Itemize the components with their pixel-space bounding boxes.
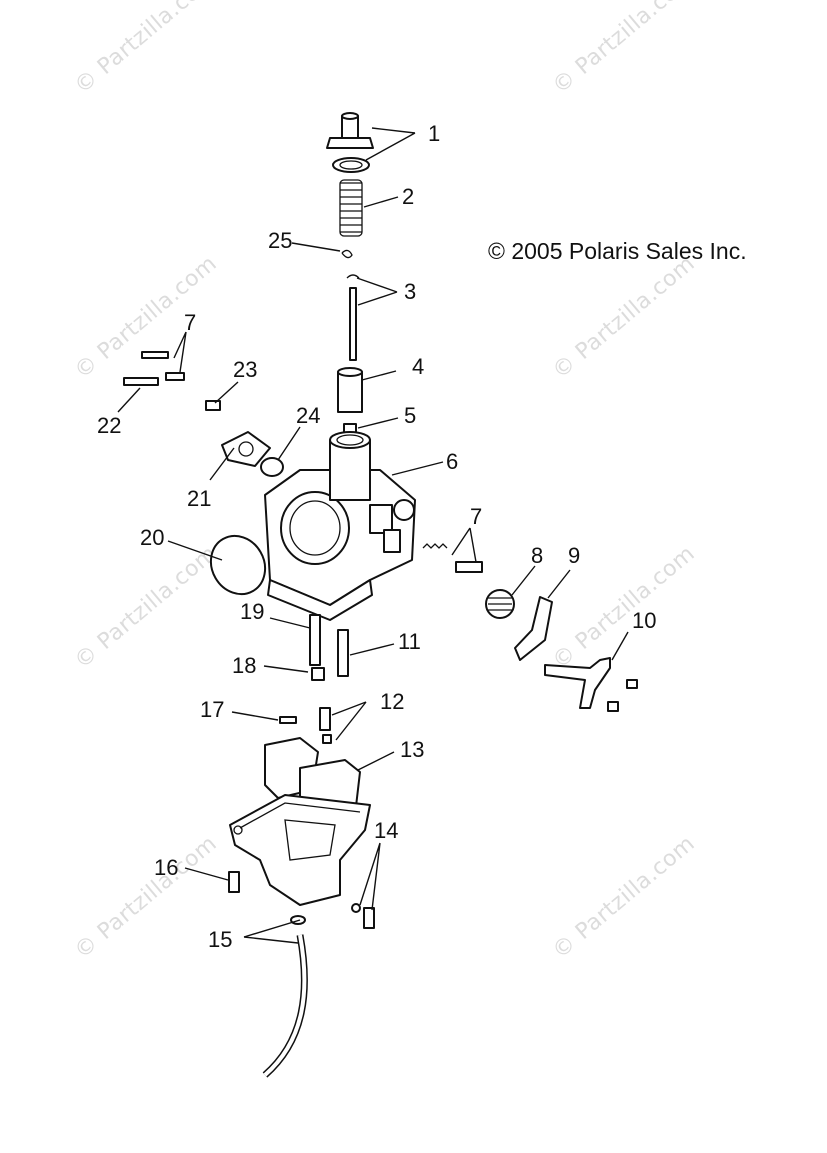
part-needle-jet: [337, 629, 349, 677]
part-carb-body: [264, 431, 416, 621]
part-float-needle: [319, 707, 332, 744]
callout-label: 15: [208, 927, 232, 952]
part-needle: [346, 274, 360, 361]
callout-label: 11: [398, 629, 421, 654]
callout-label: 6: [446, 449, 458, 474]
callout-label: 21: [187, 486, 211, 511]
part-clip: [341, 249, 353, 259]
callout-label: 14: [374, 818, 398, 843]
part-screw-23: [205, 400, 221, 411]
part-bowl-oring: [209, 534, 267, 596]
part-bracket: [544, 657, 638, 712]
callout-label: 10: [632, 608, 656, 633]
leader-lines: [117, 127, 629, 944]
copyright-text: © 2005 Polaris Sales Inc.: [488, 238, 747, 264]
part-lever: [514, 596, 553, 661]
callout-label: 20: [140, 525, 164, 550]
callout-label: 17: [200, 697, 224, 722]
callout-label: 18: [232, 653, 256, 678]
callout-label: 7: [470, 504, 482, 529]
callout-label: 1: [428, 121, 440, 146]
callout-label: 9: [568, 543, 580, 568]
callout-label: 8: [531, 543, 543, 568]
callout-label: 7: [184, 310, 196, 335]
part-oring: [260, 457, 284, 477]
callout-label: 3: [404, 279, 416, 304]
callout-label: 22: [97, 413, 121, 438]
callout-label: 16: [154, 855, 178, 880]
part-slide: [337, 367, 363, 413]
part-main-jet: [311, 667, 325, 681]
part-spring: [339, 179, 363, 237]
part-float-bowl: [229, 794, 371, 906]
part-screw-22: [123, 377, 159, 386]
callout-label: 12: [380, 689, 404, 714]
part-screws-upper: [141, 351, 185, 381]
callout-label: 24: [296, 403, 320, 428]
part-throttle-spring: [485, 589, 515, 619]
callout-label: 5: [404, 403, 416, 428]
callout-label: 2: [402, 184, 414, 209]
callout-numbers: 1 2 25 3 7 4 23 5 22 24 6 21 7 20 8 9 19…: [97, 121, 656, 952]
part-pilot-screw: [422, 543, 483, 573]
part-cap: [326, 112, 374, 173]
callout-label: 25: [268, 228, 292, 253]
part-bowl-screw: [228, 871, 240, 893]
callout-label: 13: [400, 737, 424, 762]
part-pin: [279, 716, 297, 724]
part-screw-19: [309, 614, 321, 666]
callout-label: 19: [240, 599, 264, 624]
part-drain-screw: [351, 903, 375, 929]
callout-label: 23: [233, 357, 257, 382]
callout-label: 4: [412, 354, 424, 379]
